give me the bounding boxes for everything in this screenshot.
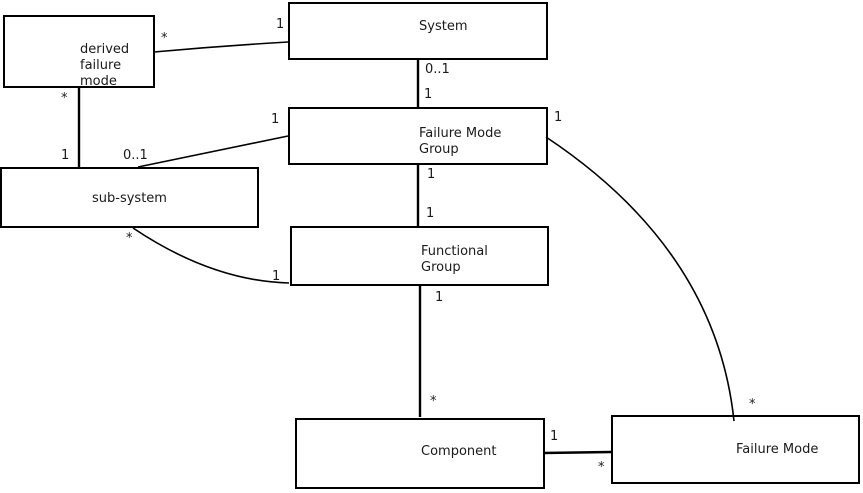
multiplicity-subsystem-functional-near-subsystem: * <box>126 231 133 246</box>
multiplicity-subsystem-functional-near-functional: 1 <box>272 269 281 284</box>
entity-functional-group-label: Functional Group <box>421 244 488 275</box>
entity-sub-system-label: sub-system <box>92 191 167 206</box>
multiplicity-fmg-failuremode-near-fmg: 1 <box>554 110 563 125</box>
assoc-failure-mode-group-failure-mode-line <box>545 136 735 422</box>
entity-failure-mode-label: Failure Mode <box>736 442 819 457</box>
entity-functional-group: Functional Group <box>290 226 549 286</box>
entity-component-label: Component <box>421 444 497 459</box>
multiplicity-functional-component-near-component: * <box>430 394 437 409</box>
entity-derived-failure-mode: derived failure mode <box>3 15 155 89</box>
entity-system: System <box>288 2 548 60</box>
multiplicity-fmg-subsystem-near-fmg: 1 <box>271 112 280 127</box>
entity-component: Component <box>295 418 545 489</box>
entity-system-label: System <box>419 19 468 34</box>
entity-failure-mode-group-label: Failure Mode Group <box>419 126 502 157</box>
multiplicity-fmg-subsystem-near-subsystem: 0..1 <box>123 148 148 163</box>
multiplicity-fmg-failuremode-near-failuremode: * <box>749 397 756 412</box>
multiplicity-dfm-subsystem-near-subsystem: 1 <box>61 148 70 163</box>
entity-derived-failure-mode-label: derived failure mode <box>80 42 130 89</box>
multiplicity-functional-component-near-functional: 1 <box>435 290 444 305</box>
multiplicity-system-fmg-near-fmg: 1 <box>424 87 433 102</box>
entity-failure-mode: Failure Mode <box>611 415 860 484</box>
multiplicity-component-failuremode-near-component: 1 <box>550 429 559 444</box>
assoc-component-failure-mode-line <box>542 450 612 455</box>
entity-sub-system: sub-system <box>0 167 259 228</box>
multiplicity-fmg-functional-near-fmg: 1 <box>427 167 436 182</box>
multiplicity-dfm-system-near-system: 1 <box>276 17 285 32</box>
multiplicity-dfm-system-near-dfm: * <box>161 31 168 46</box>
multiplicity-system-fmg-near-system: 0..1 <box>425 62 450 77</box>
entity-failure-mode-group: Failure Mode Group <box>288 107 548 165</box>
assoc-sub-system-functional-group-line <box>132 227 290 284</box>
multiplicity-component-failuremode-near-failuremode: * <box>598 460 605 475</box>
multiplicity-dfm-subsystem-near-dfm: * <box>61 91 68 106</box>
assoc-derived-failure-mode-system-line <box>153 41 289 53</box>
assoc-failure-mode-group-sub-system-line <box>137 135 289 168</box>
multiplicity-fmg-functional-near-functional: 1 <box>426 206 435 221</box>
